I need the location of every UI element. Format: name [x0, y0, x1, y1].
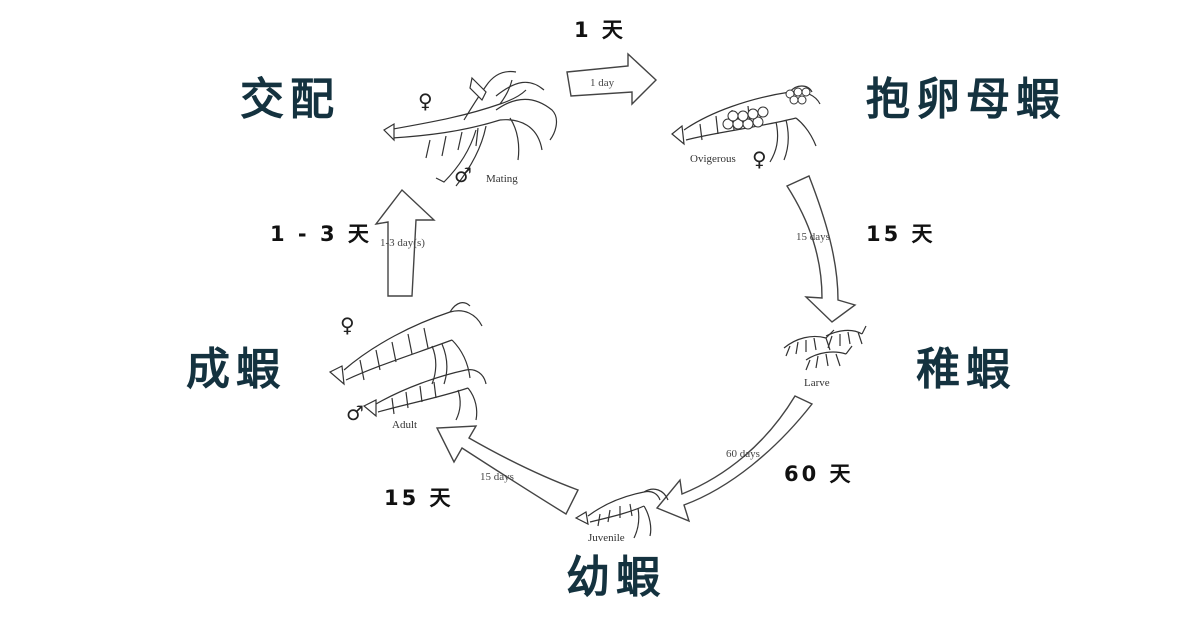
female-symbol-ovigerous: ♀ [752, 147, 767, 171]
mating-shrimp-illustration [383, 70, 558, 187]
duration-label-15days-a: 15 天 [866, 222, 936, 246]
arrow-mating-to-ovigerous: 1 day [566, 52, 658, 106]
caption-adult: Adult [392, 419, 417, 431]
arrow-label-1day: 1 day [590, 77, 615, 89]
female-symbol-mating: ♀ [418, 89, 433, 113]
male-symbol-adult: ♂ [346, 401, 364, 425]
juvenile-illustration [574, 488, 669, 539]
female-symbol-adult: ♀ [340, 313, 355, 337]
arrow-label-1-3days: 1-3 day(s) [380, 237, 425, 249]
arrow-label-15days-a: 15 days [796, 231, 830, 243]
caption-ovigerous: Ovigerous [690, 153, 736, 165]
caption-mating: Mating [486, 173, 518, 185]
caption-juvenile: Juvenile [588, 532, 625, 544]
stage-label-ovigerous: 抱卵母蝦 [866, 74, 1066, 125]
stage-label-mating: 交配 [240, 74, 340, 125]
duration-label-1day: 1 天 [574, 18, 626, 42]
duration-label-60days: 60 天 [784, 462, 854, 486]
male-symbol-mating: ♂ [454, 163, 472, 187]
arrow-label-60days: 60 days [726, 448, 760, 460]
stage-label-juvenile: 幼蝦 [566, 552, 666, 603]
stage-label-larvae: 稚蝦 [916, 344, 1016, 395]
caption-larvae: Larve [804, 377, 830, 389]
ovigerous-shrimp-illustration [671, 85, 821, 163]
duration-label-1-3days: 1 - 3 天 [270, 222, 372, 246]
stage-label-adult: 成蝦 [186, 344, 286, 395]
arrow-larvae-to-juvenile: 60 days [655, 395, 814, 523]
arrow-ovigerous-to-larvae: 15 days [785, 175, 857, 323]
larvae-illustration [783, 325, 867, 371]
arrow-adult-to-mating: 1-3 day(s) [374, 188, 436, 297]
duration-label-15days-b: 15 天 [384, 486, 454, 510]
egg-cluster [722, 87, 811, 130]
arrow-label-15days-b: 15 days [480, 471, 514, 483]
adult-shrimp-illustration [328, 302, 487, 421]
arrow-juvenile-to-adult: 15 days [435, 425, 579, 515]
